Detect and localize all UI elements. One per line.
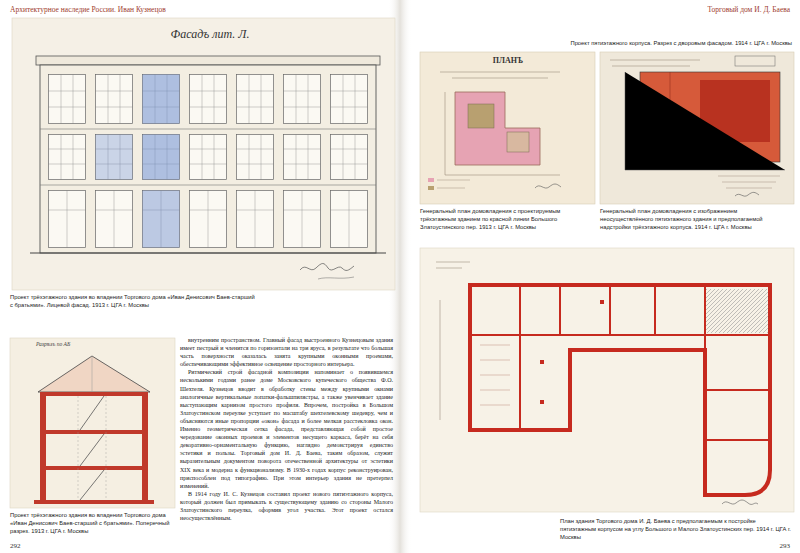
- drawing-title: Фасадъ лит. Л.: [169, 26, 252, 42]
- text-column: внутренним пространством. Главный фасад …: [180, 336, 393, 522]
- figure-caption: Проект пятиэтажного корпуса. Разрез с дв…: [500, 40, 792, 48]
- figure-caption: План здания Торгового дома И. Д. Баева с…: [560, 518, 792, 541]
- page-number: 293: [750, 542, 790, 551]
- body-paragraph: внутренним пространством. Главный фасад …: [180, 336, 393, 368]
- figure-caption: Проект трёхэтажного здания во владении Т…: [10, 512, 175, 535]
- figure-caption: Генеральный план домовладения с изображе…: [600, 208, 792, 231]
- figure-caption: Генеральный план домовладения с проектир…: [420, 208, 595, 231]
- running-head: Архитектурное наследие России. Иван Кузн…: [10, 5, 330, 15]
- running-head: Торговый дом И. Д. Баева: [470, 5, 790, 15]
- body-paragraph: Ритмический строй фасадной композиции на…: [180, 368, 393, 489]
- body-paragraph: В 1914 году И. С. Кузнецов составил прое…: [180, 490, 393, 522]
- page-number: 292: [10, 542, 50, 551]
- figure-caption: Проект трёхэтажного здания во владении Т…: [10, 294, 255, 310]
- drawing-title: ПЛАНЪ: [491, 56, 525, 67]
- drawing-title: Разрѣзъ по АБ: [34, 341, 72, 348]
